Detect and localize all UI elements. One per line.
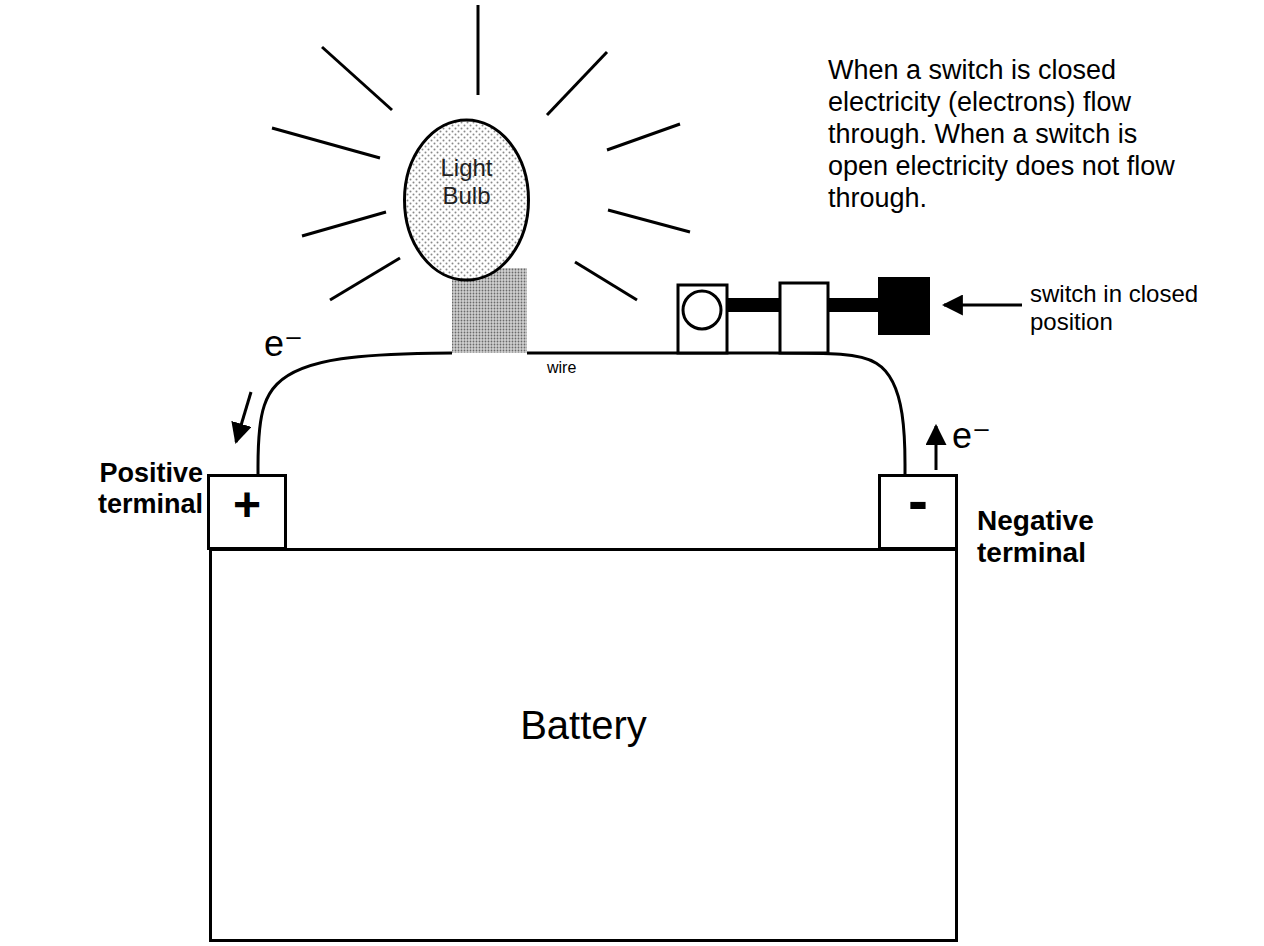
battery-terminal: -Negative terminal [878, 474, 958, 550]
terminal-heading: Positive terminal [91, 458, 203, 520]
bulb-shape [403, 118, 530, 353]
light-ray [302, 212, 386, 236]
wire-label: wire [545, 358, 578, 378]
light-ray [330, 258, 400, 300]
battery-terminal: +Positive terminal [207, 474, 287, 550]
light-ray [477, 5, 480, 95]
switch-contact [780, 283, 828, 353]
bulb-glass [405, 120, 529, 280]
terminal-sign: + [233, 481, 261, 529]
light-ray [547, 52, 607, 115]
light-ray [322, 47, 392, 110]
light-ray [575, 262, 637, 300]
wire [527, 353, 905, 474]
wire [258, 353, 452, 474]
electron-label: e⁻ [950, 418, 993, 454]
note-text: When a switch is closed electricity (ele… [828, 54, 1198, 214]
terminal-heading: Negative terminal [977, 505, 1117, 569]
battery-body: Battery [209, 548, 958, 942]
switch-pivot [683, 291, 721, 329]
switch-lever [828, 298, 878, 312]
electron-label: e⁻ [262, 326, 305, 362]
switch-handle [878, 277, 930, 335]
switch-lever [727, 298, 780, 312]
battery-label: Battery [520, 703, 647, 747]
light-rays [272, 5, 690, 300]
switch-label: switch in closed position [1030, 280, 1258, 336]
electron-arrow [935, 426, 938, 470]
light-ray [272, 128, 380, 158]
electron-arrow [236, 392, 251, 442]
bulb-label: Light Bulb [423, 154, 510, 210]
switch-symbol [678, 277, 930, 353]
light-ray [607, 124, 680, 150]
leader-arrow [944, 304, 1022, 307]
switch-pivot-block [678, 285, 727, 353]
light-ray [608, 210, 690, 232]
terminal-sign: - [908, 471, 928, 531]
light-bulb: Light Bulb [403, 118, 530, 353]
